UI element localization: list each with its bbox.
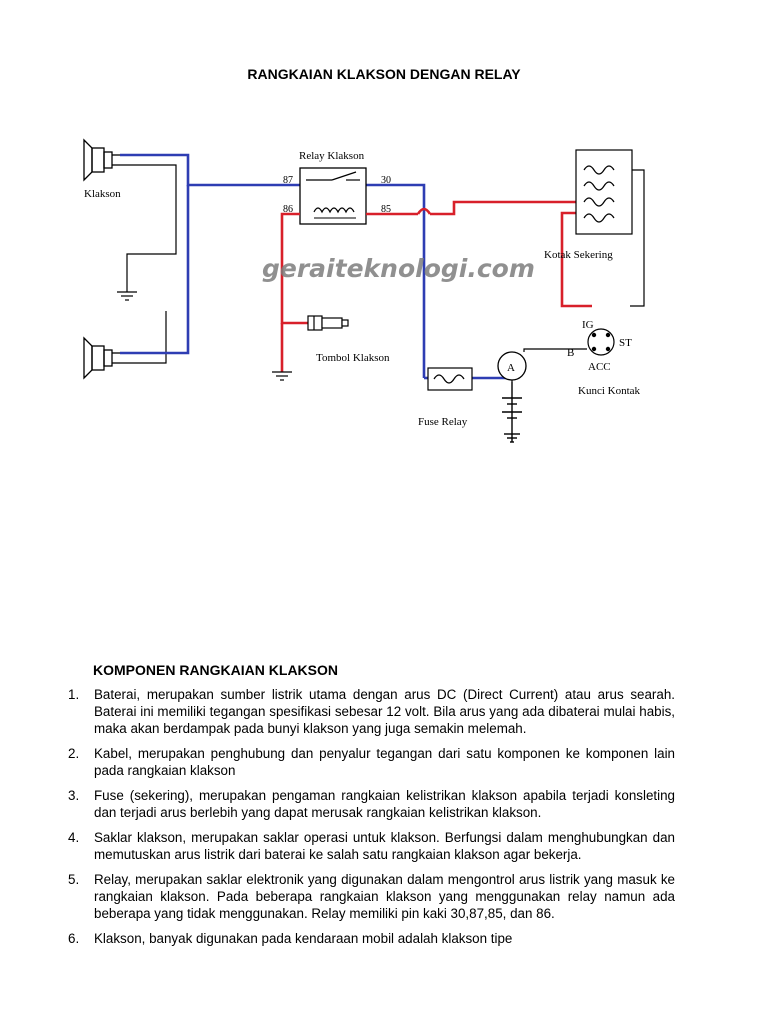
relay-klakson-box [299,167,367,225]
list-item: 4. Saklar klakson, merupakan saklar opera… [68,829,675,863]
page-title: RANGKAIAN KLAKSON DENGAN RELAY [247,66,521,82]
fuse-relay-label: Fuse Relay [418,416,468,428]
horn-ground-icon [117,291,137,301]
list-item-text: Fuse (sekering), merupakan pengaman rang… [94,788,675,820]
ignition-ig-label: IG [582,319,594,331]
list-item-number: 4. [68,830,80,845]
list-item-text: Kabel, merupakan penghubung dan penyalur… [94,746,675,778]
pin-87-label: 87 [283,175,293,186]
list-item-number: 2. [68,746,80,761]
horn-relay-circuit-diagram: Relay Klakson 87 30 86 85 Klakson Tombol… [83,138,645,443]
list-item-number: 1. [68,687,80,702]
ignition-acc-label: ACC [588,361,611,373]
list-item: 6. Klakson, banyak digunakan pada kendara… [68,930,675,947]
horn-button-icon [307,315,349,331]
list-item-text: Baterai, merupakan sumber listrik utama … [94,687,675,736]
relay-label: Relay Klakson [299,150,365,162]
ammeter-label: A [507,362,515,374]
list-item: 1. Baterai, merupakan sumber listrik utam… [68,686,675,737]
section-heading: KOMPONEN RANGKAIAN KLAKSON [93,662,338,678]
list-item-number: 3. [68,788,80,803]
pin-30-label: 30 [381,175,391,186]
pin-85-label: 85 [381,204,391,215]
list-item-text: Saklar klakson, merupakan saklar operasi… [94,830,675,862]
ammeter-icon: A [497,351,527,381]
button-ground-icon [272,371,292,381]
kotak-sekering-label: Kotak Sekering [544,249,613,261]
list-item-text: Klakson, banyak digunakan pada kendaraan… [94,931,513,946]
list-item-text: Relay, merupakan saklar elektronik yang … [94,872,675,921]
ignition-b-label: B [567,347,574,359]
component-list: 1. Baterai, merupakan sumber listrik utam… [68,686,675,955]
red-wire [280,200,592,372]
ignition-st-label: ST [619,337,632,349]
pin-86-label: 86 [283,204,293,215]
list-item-number: 6. [68,931,80,946]
fuse-box-icon [575,149,633,235]
klakson-label: Klakson [84,188,121,200]
battery-icon [502,382,522,443]
horn-upper-icon [83,138,120,182]
list-item: 3. Fuse (sekering), merupakan pengaman ra… [68,787,675,821]
watermark: geraiteknologi.com [262,254,535,283]
list-item-number: 5. [68,872,80,887]
blue-wire [120,153,512,380]
list-item: 5. Relay, merupakan saklar elektronik yan… [68,871,675,922]
kunci-kontak-label: Kunci Kontak [578,385,641,397]
list-item: 2. Kabel, merupakan penghubung dan penyal… [68,745,675,779]
tombol-label: Tombol Klakson [316,352,390,364]
horn-lower-icon [83,336,120,380]
fuse-relay-icon [427,367,473,391]
ignition-switch-icon [587,328,615,356]
